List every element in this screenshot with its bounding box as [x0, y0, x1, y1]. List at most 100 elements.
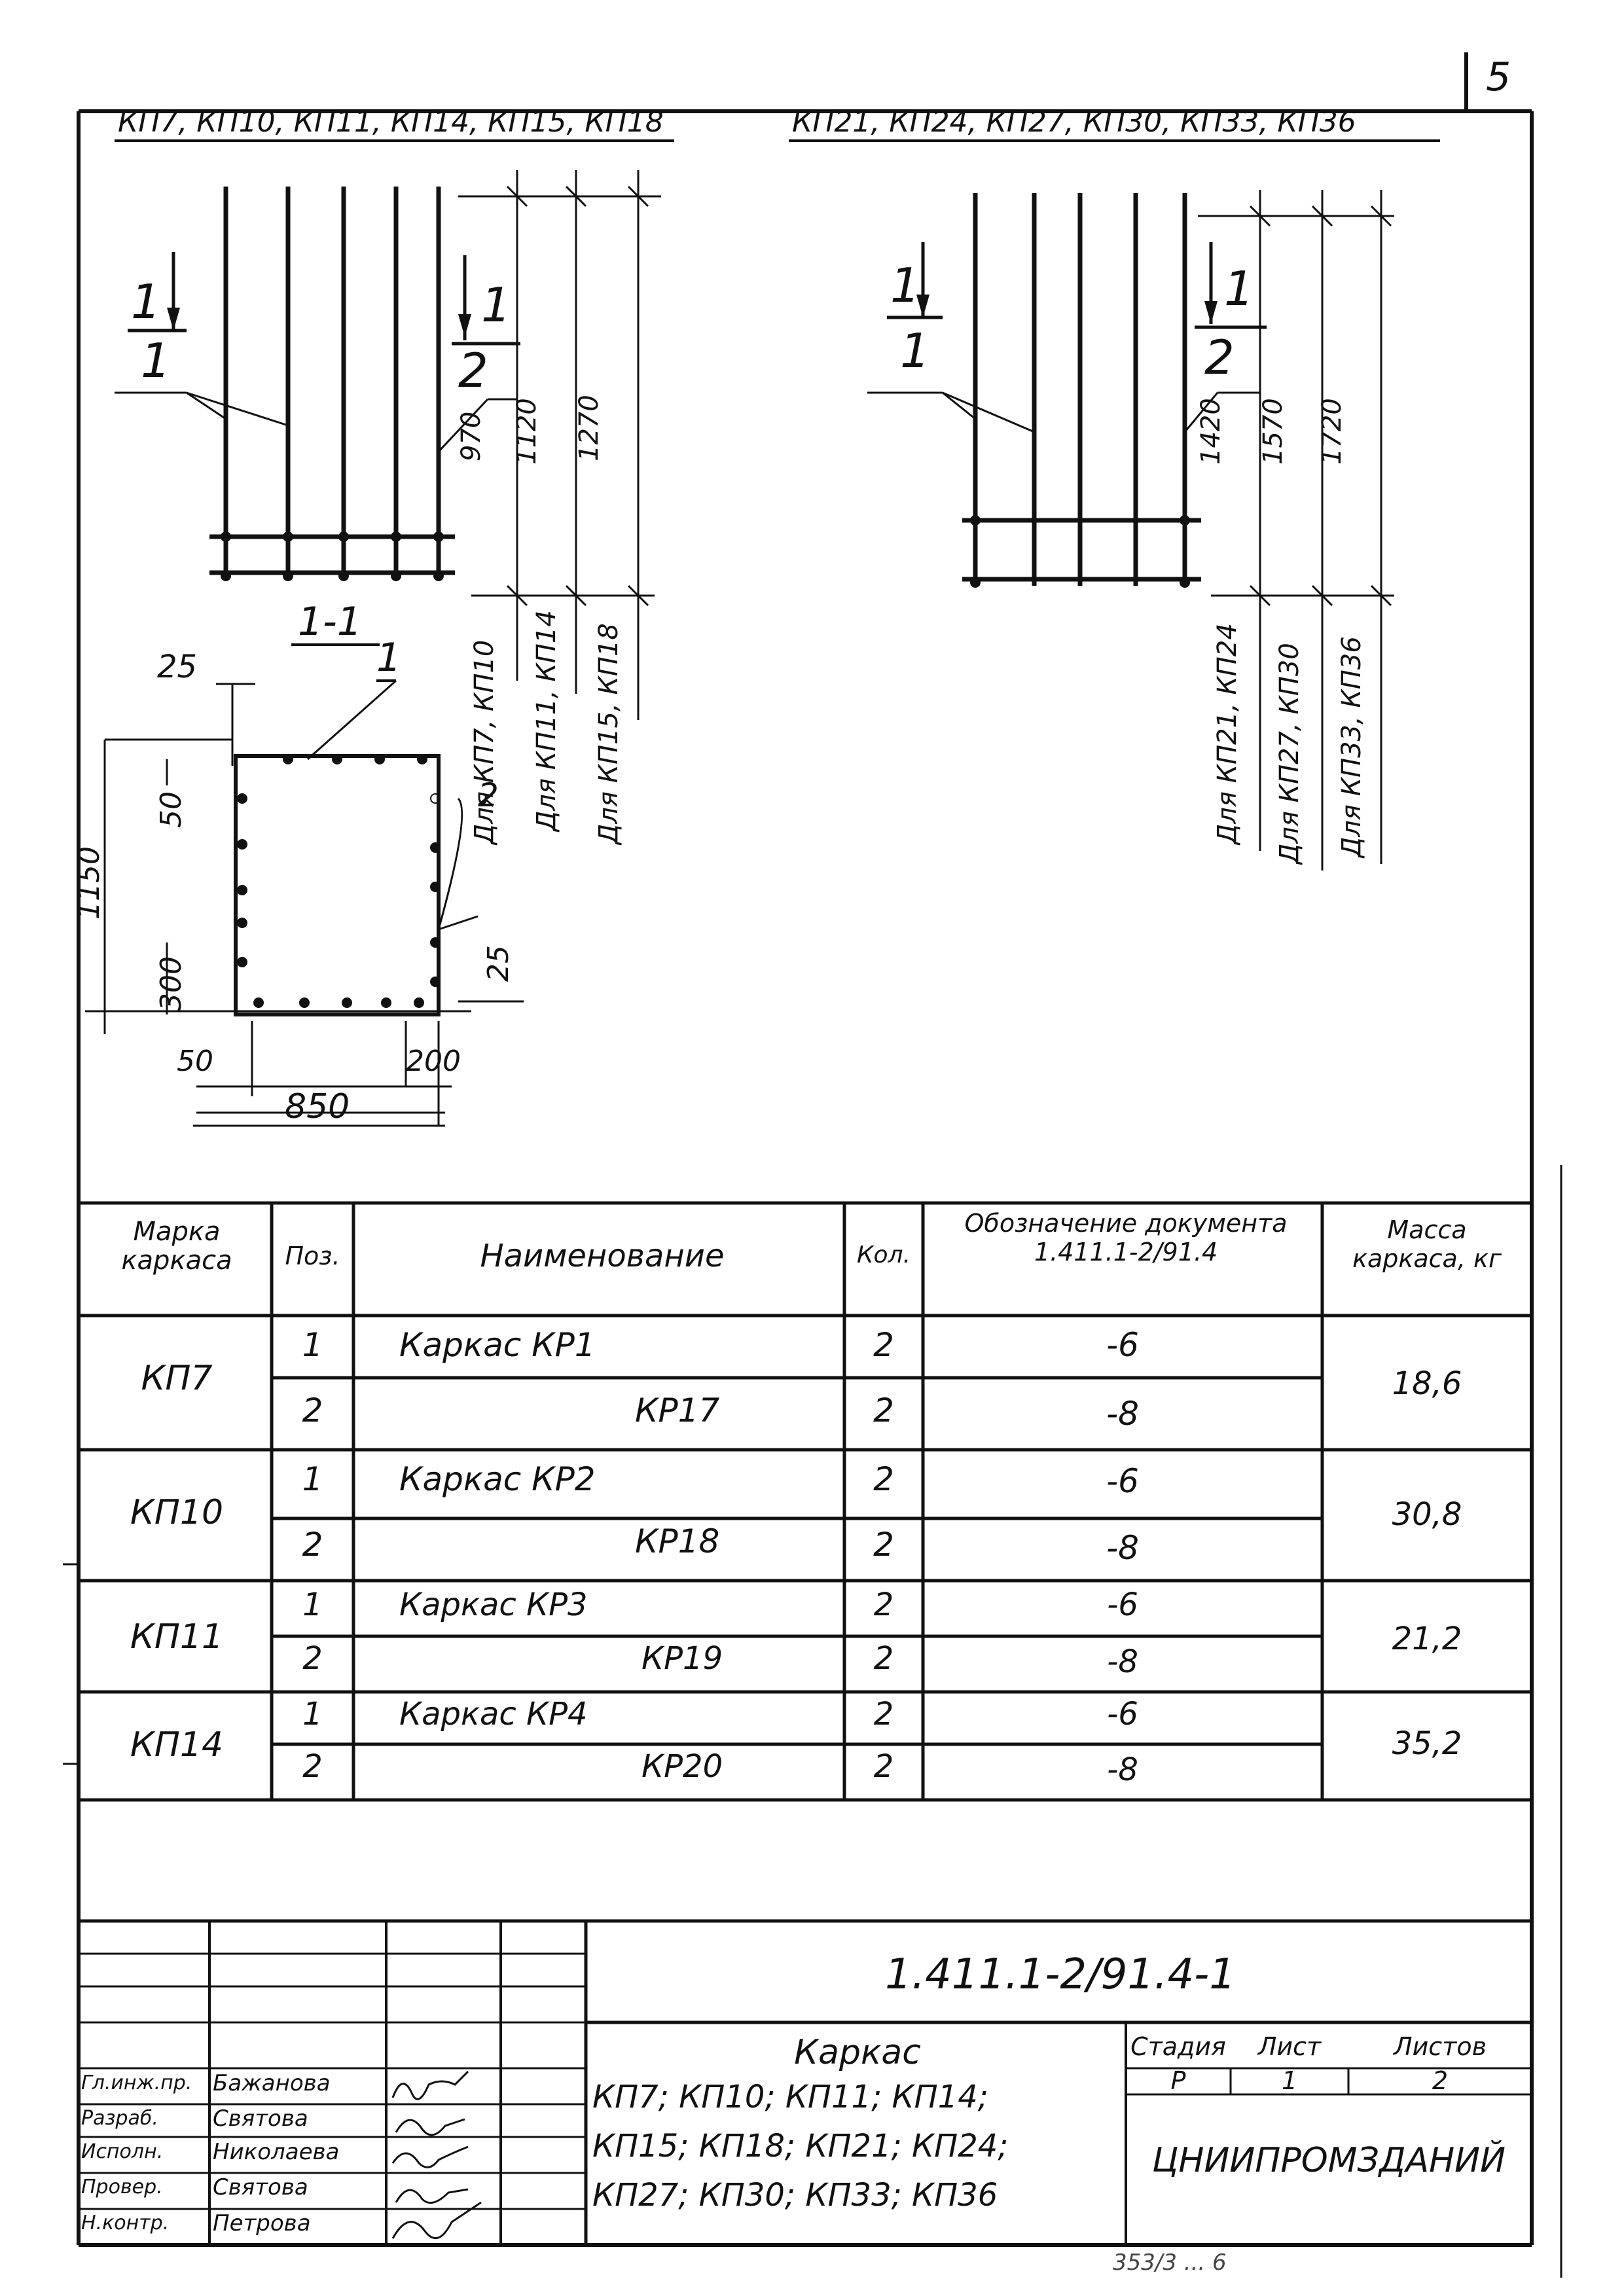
row-name: Каркас КР4 — [399, 1696, 588, 1732]
row-doc: -8 — [1107, 1643, 1138, 1680]
row-qty: 2 — [873, 1587, 894, 1623]
right-dim-label-1: Для КП21, КП24 — [1212, 623, 1242, 844]
row-mark: КП14 — [130, 1725, 224, 1765]
left-dim-label-2: Для КП11, КП14 — [532, 610, 562, 831]
staff-name: Святова — [213, 2174, 308, 2200]
staff-name: Святова — [213, 2106, 308, 2132]
section-dim-850: 850 — [285, 1087, 350, 1126]
row-mass: 18,6 — [1392, 1365, 1462, 1402]
row-name: КР18 — [635, 1522, 720, 1560]
row-name: КР19 — [641, 1640, 723, 1677]
left-section-mark-2-top: 1 — [481, 278, 511, 332]
left-section-mark-2-bottom: 2 — [458, 343, 488, 398]
sheets-value: 2 — [1432, 2066, 1449, 2095]
sheet-label: Лист — [1257, 2032, 1322, 2061]
row-name: Каркас КР2 — [399, 1460, 596, 1498]
right-drawing-title: КП21, КП24, КП27, КП30, КП33, КП36 — [792, 105, 1356, 139]
left-drawing-title: КП7, КП10, КП11, КП14, КП15, КП18 — [118, 105, 664, 139]
staff-name: Бажанова — [213, 2070, 331, 2096]
left-dim-970: 970 — [456, 411, 486, 461]
row-mass: 30,8 — [1392, 1496, 1462, 1533]
right-dim-label-2: Для КП27, КП30 — [1274, 643, 1305, 864]
header-mark: Марка каркаса — [121, 1217, 232, 1276]
stage-label: Стадия — [1130, 2032, 1226, 2061]
staff-name: Петрова — [213, 2210, 311, 2236]
footer-code: 353/3 ... 6 — [1113, 2250, 1227, 2276]
header-mass: Масса каркаса, кг — [1352, 1215, 1502, 1273]
row-doc: -8 — [1106, 1529, 1139, 1567]
row-mass: 35,2 — [1392, 1725, 1462, 1762]
right-section-mark-1-top: 1 — [890, 258, 920, 313]
title-block-grid — [79, 1919, 1532, 2245]
row-pos: 1 — [302, 1326, 323, 1364]
right-cage-elevation — [867, 190, 1394, 870]
product-list-line: КП27; КП30; КП33; КП36 — [592, 2177, 998, 2214]
row-qty: 2 — [873, 1526, 894, 1564]
sheet-frame — [77, 52, 1534, 2247]
right-dim-1420: 1420 — [1196, 398, 1226, 465]
section-dim-200: 200 — [406, 1045, 461, 1078]
document-designation: 1.411.1-2/91.4-1 — [885, 1950, 1236, 1999]
row-doc: -6 — [1106, 1326, 1139, 1364]
right-dim-label-3: Для КП33, КП36 — [1337, 636, 1367, 857]
left-dim-1270: 1270 — [574, 395, 604, 461]
row-mark: КП7 — [141, 1359, 213, 1398]
section-leader-1: 1 — [376, 635, 402, 681]
section-1-1 — [85, 643, 524, 1127]
staff-name: Николаева — [213, 2139, 340, 2165]
section-dim-50-bottom: 50 — [177, 1045, 213, 1078]
right-section-mark-2-bottom: 2 — [1204, 330, 1235, 385]
header-name: Наименование — [480, 1238, 725, 1274]
header-doc: Обозначение документа 1.411.1-2/91.4 — [964, 1209, 1288, 1266]
row-pos: 2 — [302, 1526, 323, 1564]
row-name: Каркас КР3 — [399, 1587, 588, 1623]
sheets-label: Листов — [1394, 2032, 1487, 2061]
row-name: КР17 — [635, 1391, 720, 1429]
header-qty: Кол. — [856, 1242, 911, 1268]
section-dim-300: 300 — [154, 956, 188, 1011]
right-dim-1570: 1570 — [1258, 398, 1288, 465]
row-pos: 1 — [302, 1460, 323, 1498]
row-doc: -8 — [1107, 1751, 1138, 1788]
row-mark: КП10 — [130, 1493, 224, 1532]
row-mark: КП11 — [130, 1617, 224, 1657]
product-title: Каркас — [794, 2033, 921, 2072]
section-dim-25-top: 25 — [157, 649, 198, 685]
row-doc: -6 — [1107, 1587, 1138, 1623]
left-cage-elevation — [115, 170, 661, 720]
row-pos: 1 — [302, 1696, 323, 1732]
organization: ЦНИИПРОМЗДАНИЙ — [1152, 2141, 1506, 2180]
row-qty: 2 — [873, 1748, 894, 1785]
staff-role: Н.контр. — [81, 2212, 170, 2234]
row-pos: 2 — [302, 1748, 323, 1785]
staff-role: Гл.инж.пр. — [81, 2072, 192, 2094]
row-qty: 2 — [873, 1696, 894, 1732]
product-list-line: КП7; КП10; КП11; КП14; — [592, 2079, 988, 2115]
product-list-line: КП15; КП18; КП21; КП24; — [592, 2128, 1009, 2164]
row-name: КР20 — [641, 1748, 723, 1785]
left-dim-label-3: Для КП15, КП18 — [594, 623, 624, 844]
stage-value: Р — [1170, 2066, 1186, 2095]
row-pos: 2 — [302, 1391, 323, 1429]
left-dim-1120: 1120 — [512, 398, 542, 465]
staff-role: Провер. — [81, 2176, 163, 2198]
header-pos: Поз. — [285, 1242, 340, 1270]
spec-table-grid — [79, 1201, 1532, 1802]
section-dim-1150: 1150 — [73, 846, 106, 920]
right-section-mark-2-top: 1 — [1224, 261, 1254, 316]
margin-marks — [63, 1165, 1562, 2278]
sheet-number: 5 — [1486, 54, 1511, 100]
row-doc: -6 — [1107, 1696, 1138, 1732]
section-leader-2: 2 — [478, 776, 499, 814]
right-dim-1720: 1720 — [1317, 398, 1347, 465]
section-dim-50: 50 — [154, 791, 188, 828]
row-doc: -8 — [1106, 1395, 1139, 1433]
row-pos: 1 — [302, 1587, 323, 1623]
row-pos: 2 — [302, 1640, 323, 1677]
row-name: Каркас КР1 — [399, 1326, 596, 1364]
row-mass: 21,2 — [1392, 1621, 1462, 1657]
sheet-value: 1 — [1281, 2066, 1298, 2095]
left-section-mark-1-top: 1 — [131, 274, 161, 329]
row-qty: 2 — [873, 1460, 894, 1498]
staff-role: Разраб. — [81, 2107, 158, 2130]
